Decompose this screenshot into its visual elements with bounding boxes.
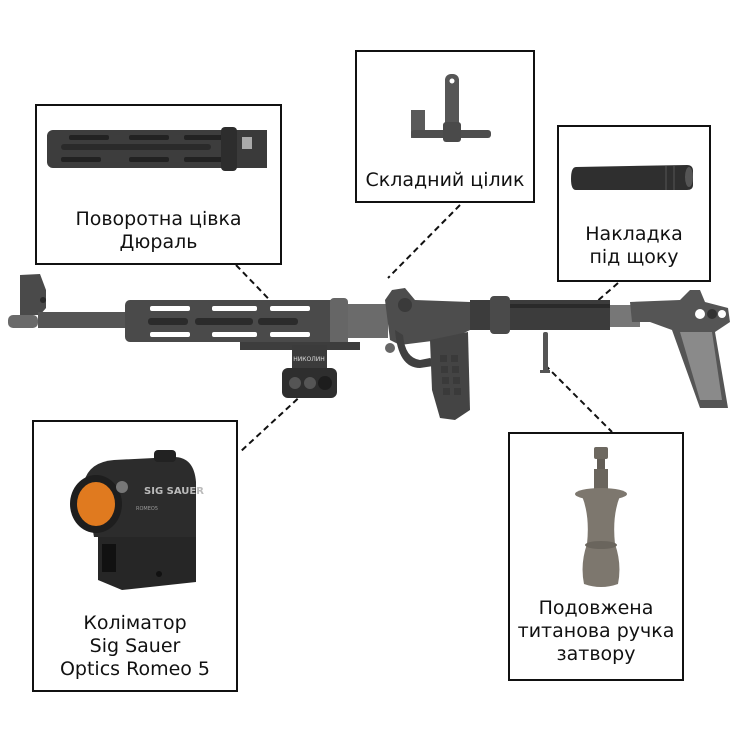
mounted-red-dot: НИКОЛИН	[282, 345, 337, 398]
leader-red-dot	[239, 391, 306, 453]
charging-handle-on-rifle	[540, 332, 550, 373]
caption-cheek-rest: Накладка під щоку	[559, 223, 709, 269]
optic-mount-label: НИКОЛИН	[293, 356, 325, 363]
callout-handguard: Поворотна цівка Дюраль	[35, 104, 282, 265]
handguard	[125, 298, 388, 348]
caption-line: Накладка	[585, 223, 683, 245]
receiver	[385, 288, 470, 368]
buffer-tube	[470, 296, 640, 334]
folding-stock	[630, 290, 730, 408]
caption-line: Складний цілик	[365, 169, 525, 191]
caption-line: під щоку	[589, 246, 679, 268]
sight-brand-label: SIG SAUER	[144, 486, 204, 497]
leader-rear-sight	[387, 204, 461, 279]
caption-line: Дюраль	[119, 231, 198, 253]
callout-rear-sight: Складний цілик	[355, 50, 535, 203]
caption-handguard: Поворотна цівка Дюраль	[37, 208, 280, 254]
caption-line: титанова ручка	[517, 620, 675, 642]
folding-carbine-image: НИКОЛИН	[8, 274, 730, 420]
caption-line: затвору	[556, 643, 636, 665]
caption-charging-handle: Подовжена титанова ручка затвору	[510, 597, 682, 666]
caption-line: Подовжена	[538, 597, 654, 619]
callout-red-dot: SIG SAUER ROMEO5 Коліматор Sig Sauer Opt…	[32, 420, 238, 692]
callout-cheek-rest: Накладка під щоку	[557, 125, 711, 282]
pistol-grip	[430, 332, 470, 420]
leader-charging-handle	[544, 364, 613, 433]
caption-line: Поворотна цівка	[75, 208, 242, 230]
caption-line: Optics Romeo 5	[59, 658, 211, 680]
front-sight	[20, 274, 46, 315]
sight-model-label: ROMEO5	[136, 506, 158, 512]
caption-line: Sig Sauer	[89, 635, 181, 657]
caption-line: Коліматор	[83, 612, 187, 634]
callout-charging-handle: Подовжена титанова ручка затвору	[508, 432, 684, 681]
caption-rear-sight: Складний цілик	[357, 169, 533, 192]
barrel	[8, 312, 128, 328]
caption-red-dot: Коліматор Sig Sauer Optics Romeo 5	[34, 612, 236, 681]
